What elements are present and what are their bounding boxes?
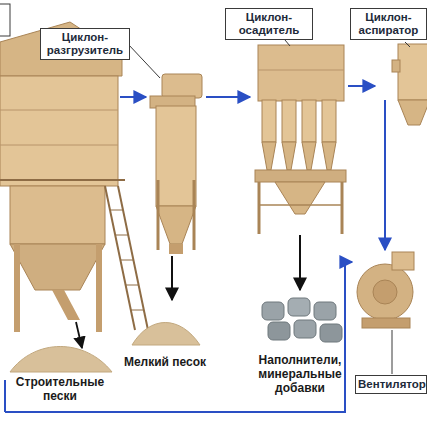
air-flow-arrow bbox=[120, 96, 146, 98]
filler-bags bbox=[320, 324, 342, 342]
settler-cyclone-battery bbox=[258, 182, 261, 234]
callout-label: Циклон-разгрузитель bbox=[40, 28, 130, 60]
fan bbox=[357, 264, 413, 320]
cyclone-unit: Циклон-аспиратор bbox=[375, 44, 427, 100]
separator-machine bbox=[0, 76, 118, 186]
unloader-cyclone bbox=[162, 74, 202, 98]
settler-cyclone-battery bbox=[302, 100, 316, 142]
filler-bags bbox=[288, 298, 310, 316]
leader-line bbox=[285, 40, 290, 46]
settler-cyclone-battery bbox=[302, 142, 316, 170]
fan bbox=[392, 252, 414, 270]
separator-machine bbox=[105, 186, 135, 330]
sand-pile bbox=[10, 347, 112, 373]
product-output: Строительные пески bbox=[5, 335, 115, 413]
flow-arrow bbox=[384, 100, 386, 250]
separator-machine bbox=[118, 186, 148, 330]
unloader-cyclone bbox=[157, 180, 160, 250]
settler-cyclone-battery bbox=[258, 45, 344, 101]
flow-arrow bbox=[171, 256, 173, 300]
separator-machine bbox=[0, 110, 118, 111]
unloader-cyclone bbox=[193, 180, 196, 250]
fan bbox=[362, 318, 410, 328]
unloader-cyclone bbox=[150, 74, 202, 254]
separator-machine bbox=[10, 244, 105, 290]
aspirator-cyclone bbox=[398, 44, 427, 100]
return-air-line bbox=[5, 262, 352, 412]
settler-cyclone-battery bbox=[322, 100, 336, 142]
cut-callout-box bbox=[0, 4, 10, 36]
settler-cyclone-battery bbox=[262, 142, 276, 170]
aspirator-cyclone bbox=[398, 100, 427, 125]
product-output: Наполнители, минеральные добавки bbox=[250, 290, 350, 402]
unloader-cyclone bbox=[169, 244, 183, 254]
settler-cyclone-battery bbox=[282, 100, 296, 142]
flow-arrow bbox=[348, 85, 375, 87]
filler-bags bbox=[262, 298, 342, 342]
separator-machine bbox=[125, 285, 138, 286]
unloader-cyclone bbox=[156, 106, 196, 206]
product-label: Строительные пески bbox=[5, 375, 115, 403]
settler-cyclone-battery bbox=[258, 70, 344, 71]
callout-label: Циклон-осадитель bbox=[225, 8, 313, 40]
separator-machine bbox=[52, 290, 80, 320]
flow-arrow bbox=[206, 96, 250, 98]
separator-machine bbox=[96, 244, 102, 332]
product-label: Мелкий песок bbox=[122, 355, 208, 369]
leader-line bbox=[405, 42, 410, 47]
leader-line bbox=[128, 44, 160, 78]
settler-cyclone-battery bbox=[282, 142, 296, 170]
separator-machine bbox=[0, 4, 148, 348]
separator-machine bbox=[110, 210, 123, 211]
aspirator-cyclone bbox=[392, 60, 400, 72]
separator-machine bbox=[120, 260, 133, 261]
settler-cyclone-battery bbox=[341, 182, 344, 234]
cyclone-unit: Циклон-осадитель bbox=[250, 45, 348, 235]
filler-bags bbox=[262, 302, 284, 320]
separator-machine bbox=[130, 310, 143, 311]
callout-label: Циклон-аспиратор bbox=[350, 8, 427, 40]
settler-cyclone-battery bbox=[262, 100, 276, 142]
settler-cyclone-battery bbox=[322, 142, 336, 170]
separator-machine bbox=[0, 145, 118, 146]
fan-unit: Вентилятор bbox=[355, 250, 415, 330]
unloader-cyclone bbox=[156, 206, 196, 244]
leader-line bbox=[392, 330, 393, 374]
callout-label: Вентилятор bbox=[355, 375, 427, 394]
fan bbox=[357, 252, 414, 328]
settler-cyclone-battery bbox=[255, 170, 346, 182]
filler-bags bbox=[268, 322, 290, 340]
filler-bags bbox=[294, 320, 316, 338]
return-air-line bbox=[4, 380, 6, 412]
settler-cyclone-battery bbox=[255, 45, 346, 234]
filler-bags bbox=[314, 302, 336, 320]
separator-machine bbox=[10, 186, 105, 244]
cyclone-unit: Циклон-разгрузитель bbox=[140, 70, 206, 256]
settler-cyclone-battery bbox=[259, 204, 342, 206]
sand-pile bbox=[132, 323, 200, 346]
product-output: Мелкий песок bbox=[122, 300, 208, 388]
separator-machine bbox=[115, 235, 128, 236]
separator-machine bbox=[0, 179, 125, 181]
output-arrow bbox=[76, 322, 82, 348]
fan bbox=[373, 280, 397, 304]
separator-machine bbox=[14, 244, 20, 332]
settler-cyclone-battery bbox=[275, 182, 325, 214]
product-label: Наполнители, минеральные добавки bbox=[250, 353, 350, 395]
flow-arrow bbox=[299, 235, 301, 290]
aspirator-cyclone bbox=[392, 44, 427, 125]
